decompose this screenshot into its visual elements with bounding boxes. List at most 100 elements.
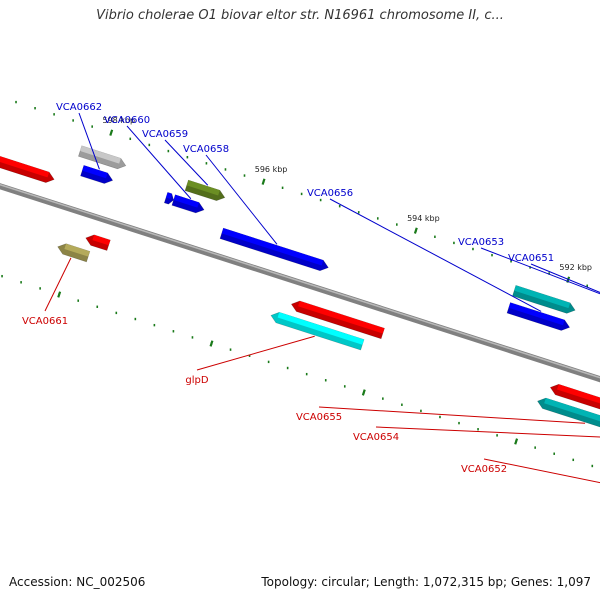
callout-line: [164, 139, 209, 186]
gene-arrow: [219, 227, 329, 272]
callout-line: [375, 426, 600, 438]
ruler-tick: [413, 227, 418, 234]
ruler-dot: [477, 428, 479, 431]
ruler-tick: [261, 178, 266, 185]
ruler-dot: [39, 287, 41, 290]
gene-arrow: [549, 383, 600, 425]
ruler-dot: [72, 119, 74, 122]
ruler-dot: [529, 266, 531, 269]
ruler-tick-label: 598 kbp: [102, 116, 135, 125]
ruler-dot: [534, 446, 536, 449]
gene-features: [0, 145, 600, 439]
ruler-dot: [586, 284, 589, 287]
gene-highlight: [221, 228, 324, 266]
callout-line: [78, 112, 100, 170]
backbone-line: [0, 183, 600, 383]
ruler-dot: [186, 155, 189, 159]
ruler-tick-label: 594 kbp: [407, 214, 440, 223]
callout-line: [126, 125, 192, 200]
ruler-dot: [401, 403, 403, 406]
ruler-dot: [300, 192, 303, 196]
gene-arrow: [270, 311, 365, 351]
ruler-tick: [514, 438, 519, 445]
gene-arrow: [512, 285, 576, 314]
gene-highlight: [514, 285, 571, 309]
gene-arrow: [163, 191, 174, 205]
topology-text: Topology: circular; Length: 1,072,315 bp…: [261, 575, 591, 589]
ruler-dot: [205, 162, 208, 165]
ruler-dot: [434, 235, 436, 238]
gene-label: VCA0656: [307, 188, 353, 199]
ruler-dot: [382, 397, 384, 400]
ruler-dot: [553, 452, 556, 455]
ruler-dot: [343, 385, 346, 388]
gene-label: VCA0654: [353, 432, 399, 443]
gene-label: VCA0658: [183, 144, 229, 155]
map-title: Vibrio cholerae O1 biovar eltor str. N16…: [96, 8, 504, 23]
ruler-dot: [153, 323, 156, 327]
ruler-dot: [396, 223, 398, 226]
ruler-dot: [248, 354, 251, 357]
ruler-dot: [286, 366, 289, 370]
gene-highlight: [82, 165, 108, 179]
ruler-dot: [77, 299, 80, 302]
gene-highlight: [298, 300, 385, 334]
ruler-dot: [324, 379, 327, 382]
ruler-tick: [209, 340, 214, 347]
accession-text: Accession: NC_002506: [9, 575, 146, 589]
ruler-dot: [338, 204, 341, 208]
ruler-dot: [357, 211, 360, 214]
ruler-dot: [15, 100, 17, 104]
ruler-tick: [361, 389, 366, 396]
ruler-dot: [591, 464, 594, 468]
gene-arrow: [57, 243, 91, 263]
ruler-dot: [224, 168, 227, 171]
gene-highlight: [186, 180, 220, 196]
ruler-dot: [20, 281, 22, 284]
callout-line: [480, 247, 600, 295]
gene-label: VCA0661: [22, 316, 68, 327]
gene-arrow: [85, 234, 111, 251]
ruler-dot: [34, 107, 36, 110]
ruler-dot: [243, 174, 246, 177]
ruler-dot: [172, 330, 175, 333]
gene-highlight: [165, 192, 172, 199]
ruler-dot: [305, 372, 308, 376]
ruler-dot: [572, 458, 575, 462]
ruler-tick: [57, 291, 62, 298]
gene-arrow: [506, 302, 571, 331]
ruler-dot: [458, 421, 460, 425]
ruler-dot: [319, 198, 322, 202]
gene-label: VCA0652: [461, 464, 507, 475]
gene-highlight: [173, 194, 200, 208]
ruler-dot: [134, 317, 137, 321]
ruler-dot: [115, 311, 118, 315]
ruler-dot: [53, 113, 55, 116]
gene-label: VCA0655: [296, 412, 342, 423]
gene-label: glpD: [185, 375, 208, 386]
gene-arrow: [537, 397, 600, 439]
gene-arrow: [290, 300, 385, 340]
ruler-dot: [229, 348, 232, 351]
ruler-dot: [420, 409, 422, 413]
callout-line: [483, 458, 600, 484]
gene-highlight: [0, 147, 50, 178]
ruler-dot: [167, 149, 170, 153]
gene-highlight: [277, 312, 365, 345]
ruler-tick-label: 596 kbp: [255, 165, 288, 174]
ruler-dot: [267, 360, 270, 364]
gene-label: VCA0653: [458, 237, 504, 248]
ruler-dot: [129, 137, 132, 141]
gene-arrow: [184, 179, 226, 201]
gene-label: VCA0660: [104, 115, 150, 126]
ruler-dot: [281, 186, 284, 190]
gene-highlight: [92, 234, 111, 246]
ruler-dot: [91, 125, 93, 128]
gene-arrow: [78, 145, 127, 170]
gene-label: VCA0651: [508, 253, 554, 264]
ruler-tick-label: 592 kbp: [559, 263, 592, 272]
gene-highlight: [508, 302, 565, 326]
gene-arrow: [171, 194, 205, 214]
ruler-dot: [1, 274, 3, 278]
